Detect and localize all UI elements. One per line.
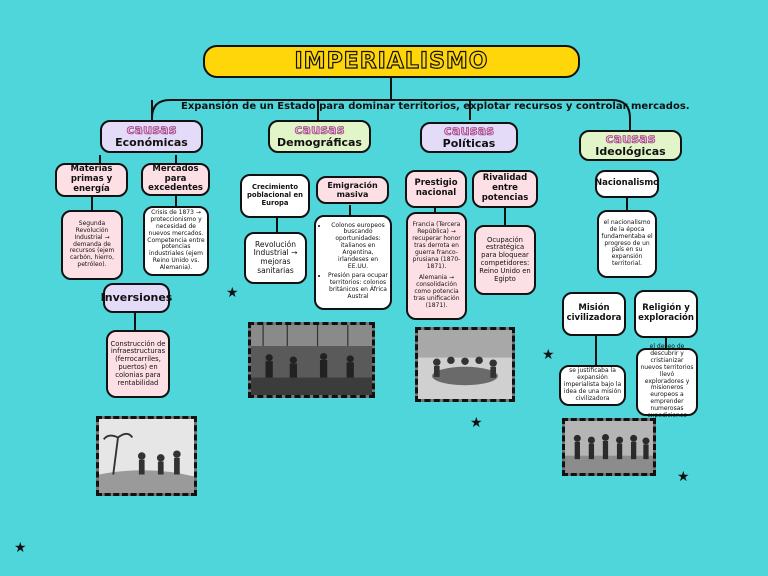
rivalidad-text: Ocupación estratégica para bloquear comp… [479, 235, 531, 283]
rivalidad-heading: Rivalidad entre potencias [481, 173, 529, 203]
emigracion-note: Colonos europeos buscando oportunidades:… [314, 215, 392, 310]
causa-label: causas [605, 131, 656, 147]
missionaries-illustration [565, 421, 653, 473]
political-meeting-illustration [418, 330, 512, 399]
causa-label: causas [294, 122, 345, 138]
inversiones-heading: Inversiones [100, 290, 173, 304]
religion-text: el deseo de descubrir y cristianizar nue… [640, 343, 694, 420]
causa-type: Económicas [115, 135, 188, 149]
revolucion-box: Revolución Industrial → mejoras sanitari… [244, 232, 307, 284]
star-icon: ★ [470, 415, 483, 431]
materias-primas-box: Materias primas y energía [55, 163, 128, 197]
nacionalismo-note: el nacionalismo de la época fundamentaba… [597, 210, 657, 278]
definition-text: Expansión de un Estado para dominar terr… [181, 101, 690, 112]
inversiones-box: Inversiones [100, 283, 173, 313]
materias-primas-heading: Materias primas y energía [70, 164, 113, 194]
emigracion-box: Emigración masiva [316, 176, 389, 204]
main-title: IMPERIALISMO [203, 45, 580, 78]
mision-note: se justificaba la expansión imperialista… [559, 365, 626, 406]
emigracion-list: Colonos europeos buscando oportunidades:… [318, 222, 388, 303]
nacionalismo-box: Nacionalismo [595, 170, 659, 198]
causa-type: Políticas [442, 136, 496, 150]
prestigio-heading: Prestigio nacional [414, 178, 458, 198]
mercados-text: Crisis de 1873 → proteccionismo y necesi… [147, 209, 205, 272]
causa-ideologicas: causas Ideológicas [579, 130, 682, 161]
religion-box: Religión y exploración [634, 290, 698, 338]
mision-heading: Misión civilizadora [566, 303, 622, 323]
emigration-photo [248, 322, 375, 398]
mision-box: Misión civilizadora [562, 292, 626, 336]
religion-heading: Religión y exploración [638, 303, 694, 323]
prestigio-box: Prestigio nacional [405, 170, 467, 208]
causa-demograficas: causas Demográficas [268, 120, 371, 153]
colonial-labor-image [96, 416, 197, 496]
emigracion-item: Colonos europeos buscando oportunidades:… [328, 222, 388, 271]
star-icon: ★ [677, 469, 690, 485]
mercados-heading: Mercados para excedentes [148, 163, 203, 194]
causa-label: causas [444, 123, 495, 139]
prestigio-text-1: Francia (Tercera República) → recuperar … [412, 221, 461, 270]
rivalidad-box: Rivalidad entre potencias [472, 170, 538, 208]
star-icon: ★ [542, 347, 555, 363]
prestigio-note: Francia (Tercera República) → recuperar … [406, 212, 467, 320]
inversiones-note: Construcción de infraestructuras (ferroc… [106, 330, 170, 398]
religion-note: el deseo de descubrir y cristianizar nue… [636, 343, 698, 419]
causa-type: Ideológicas [595, 144, 666, 158]
star-icon: ★ [14, 540, 27, 556]
crecimiento-box: Crecimiento poblacional en Europa [240, 174, 310, 218]
materias-primas-text: Segunda Revolución Industrial → demanda … [69, 219, 115, 269]
causa-economicas: causas Económicas [100, 120, 203, 153]
causa-label: causas [126, 122, 177, 138]
colonial-labor-illustration [99, 419, 194, 493]
causa-politicas: causas Políticas [420, 122, 518, 153]
revolucion-text: Revolución Industrial → mejoras sanitari… [253, 239, 298, 275]
rivalidad-note: Ocupación estratégica para bloquear comp… [474, 225, 536, 295]
political-meeting-photo [415, 327, 515, 402]
emigration-illustration [251, 325, 372, 395]
emigracion-item: Presión para ocupar territorios: colonos… [328, 272, 388, 301]
mercados-box: Mercados para excedentes [141, 163, 210, 196]
inversiones-text: Construcción de infraestructuras (ferroc… [110, 339, 166, 387]
nacionalismo-heading: Nacionalismo [595, 178, 660, 189]
missionaries-photo [562, 418, 656, 476]
nacionalismo-text: el nacionalismo de la época fundamentaba… [601, 218, 653, 268]
prestigio-text-2: Alemania → consolidación como potencia t… [413, 274, 460, 309]
mision-text: se justificaba la expansión imperialista… [563, 367, 622, 402]
star-icon: ★ [226, 285, 239, 301]
mercados-note: Crisis de 1873 → proteccionismo y necesi… [143, 206, 209, 276]
materias-primas-note: Segunda Revolución Industrial → demanda … [61, 210, 123, 280]
emigracion-heading: Emigración masiva [327, 180, 378, 199]
crecimiento-heading: Crecimiento poblacional en Europa [247, 183, 303, 207]
main-title-text: IMPERIALISMO [294, 48, 489, 74]
causa-type: Demográficas [277, 135, 362, 149]
